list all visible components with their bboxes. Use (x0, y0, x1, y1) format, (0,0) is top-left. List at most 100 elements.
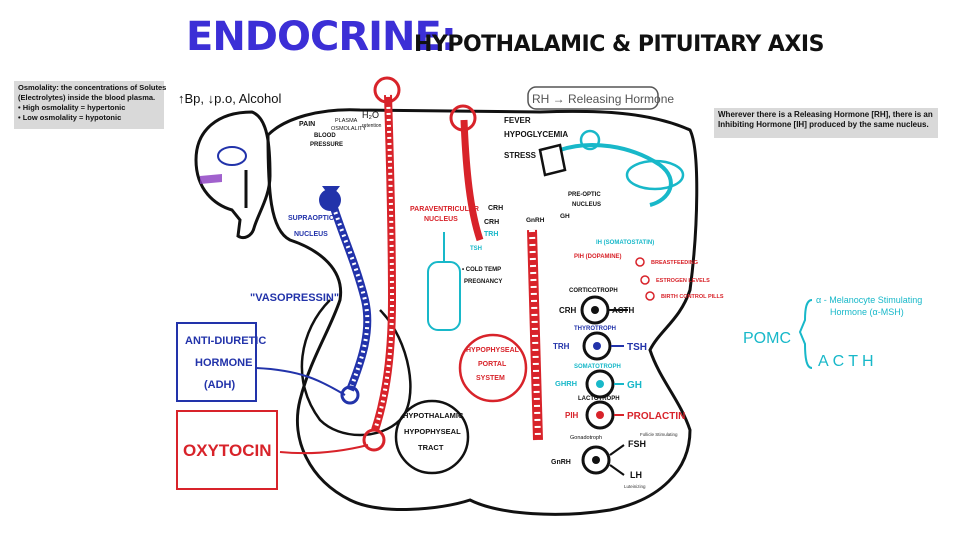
hypothalamic-tract-circle (394, 399, 470, 475)
title-sub: HYPOTHALAMIC & PITUITARY AXIS (414, 32, 824, 57)
h2o-note-label: retention (362, 123, 382, 129)
stress-label: STRESS (504, 151, 537, 160)
preoptic-cell-icon (579, 129, 601, 151)
gh-label: GH (560, 213, 570, 220)
fsh-note-label: Follicle Stimulating (640, 432, 678, 437)
corticotroph-nucleus-icon (591, 306, 599, 314)
portal-label2: PORTAL (478, 361, 507, 368)
hypothalamic-tract-label2: HYPOPHYSEAL (404, 427, 461, 436)
corticotroph-cell-icon (580, 295, 610, 325)
adh-arrow (255, 367, 346, 396)
preoptic-label: PRE-OPTIC (568, 192, 601, 198)
plasma-osmolality-label2: OSMOLALITY (331, 126, 366, 132)
brain-icon (217, 146, 247, 166)
adh-label2: HORMONE (195, 357, 252, 369)
pain-label: PAIN (299, 121, 315, 128)
supraoptic-label2: NUCLEUS (294, 231, 328, 238)
supraoptic-cell-icon (319, 189, 341, 211)
osmolality-high: • High osmolality = hypertonic (18, 103, 126, 112)
osmolality-note: Osmolality: the concentrations of Solute… (14, 81, 167, 129)
adh-terminal-icon (340, 385, 360, 405)
dopamine-label: PIH (DOPAMINE) (574, 254, 622, 260)
osmolality-definition: Osmolality: the concentrations of Solute… (18, 83, 167, 92)
birth-control-label: BIRTH CONTROL PILLS (661, 294, 724, 300)
gnrh-label: GnRH (526, 217, 545, 224)
fever-label: FEVER (504, 116, 531, 125)
portal-label: HYPOPHYSEAL (466, 347, 520, 354)
inhibiting-line2: Inhibiting Hormone [IH] produced by the … (718, 120, 929, 129)
supraoptic-cell-arrow-icon (322, 186, 340, 198)
paraventricular-label2: NUCLEUS (424, 216, 458, 223)
msh-label2: Hormone (α-MSH) (830, 307, 904, 317)
title-main: ENDOCRINE: (186, 14, 457, 60)
thyrotroph-cell-icon (582, 331, 612, 361)
lactotroph-label: LACTOTROPH (578, 396, 620, 402)
tsh-small-label: TSH (470, 246, 482, 252)
gonadotroph-cell-icon (581, 445, 611, 475)
brain-pattern-icon (200, 174, 222, 184)
somatostatin-label: IH (SOMATOSTATIN) (596, 240, 654, 246)
pih-label: PIH (565, 411, 579, 420)
oxytocin-box (176, 410, 278, 490)
gh-pituitary-label: GH (627, 380, 642, 391)
red-neuron-right (460, 119, 484, 242)
hypothalamic-tract-label: HYPOTHALAMIC (403, 411, 464, 420)
acth-pomc-label: ACTH (818, 353, 878, 370)
oxytocin-terminal-icon (362, 428, 386, 452)
paraventricular-cell-icon (373, 76, 401, 104)
thyrotroph-label: THYROTROPH (574, 326, 616, 332)
oxytocin-label: OXYTOCIN (183, 441, 271, 460)
lactotroph-nucleus-icon (596, 411, 604, 419)
corticotroph-label: CORTICOTROPH (569, 288, 618, 294)
gonadotroph-label: Gonadotroph (570, 435, 602, 441)
gnrh-pituitary-label: GnRH (551, 459, 571, 466)
rh-note-bubble (527, 86, 659, 110)
portal-label3: SYSTEM (476, 375, 505, 382)
blood-pressure-label2: PRESSURE (310, 142, 343, 148)
preoptic-black-cell-icon (538, 143, 567, 177)
breastfeeding-label: BREASTFEEDING (651, 260, 698, 266)
adh-box (176, 322, 257, 402)
ghrh-label: GHRH (555, 379, 577, 388)
head-outline (194, 110, 272, 240)
rh-note-label: RH → Releasing Hormone (532, 92, 674, 106)
vasopressin-label: "VASOPRESSIN" (250, 292, 339, 304)
blood-pressure-label: BLOOD (314, 133, 336, 139)
gonadotroph-nucleus-icon (592, 456, 600, 464)
preoptic-label2: NUCLEUS (572, 202, 601, 208)
tsh-label: TSH (627, 342, 647, 353)
cold-temp-box (427, 261, 461, 331)
cold-temp-label: • COLD TEMP (462, 267, 501, 273)
birth-control-marker-icon (645, 291, 655, 301)
supraoptic-label: SUPRAOPTIC (288, 215, 334, 222)
osmolality-low: • Low osmolality = hypotonic (18, 113, 122, 122)
thyrotroph-nucleus-icon (593, 342, 601, 350)
acth-label: ACTH (612, 306, 634, 315)
osmolality-definition-cont: (Electrolytes) inside the blood plasma. (18, 93, 156, 102)
arcuate-icon (625, 159, 685, 191)
posterior-lobe-outline (300, 299, 412, 437)
portal-vessel-stripes (529, 229, 541, 441)
adh-label: ANTI-DIURETIC (185, 335, 266, 347)
somatotroph-cell-icon (585, 369, 615, 399)
adh-label3: (ADH) (204, 379, 235, 391)
hypoglycemia-label: HYPOGLYCEMIA (504, 130, 568, 139)
paraventricular-label: PARAVENTRICULAR (410, 206, 479, 213)
lh-label: LH (630, 470, 642, 480)
fsh-arrow (609, 444, 625, 456)
somatotroph-nucleus-icon (596, 380, 604, 388)
estrogen-marker-icon (640, 275, 650, 285)
plasma-osmolality-label: PLASMA (335, 118, 358, 124)
trh-pituitary-label: TRH (553, 342, 570, 351)
paraventricular-neuron (371, 94, 397, 432)
oxytocin-arrow (279, 444, 369, 455)
h2o-label: H₂O (362, 110, 379, 120)
pomc-label: POMC (743, 330, 791, 347)
pituitary-outline (266, 108, 699, 516)
lactotroph-cell-icon (585, 400, 615, 430)
msh-label: α - Melanocyte Stimulating (816, 295, 922, 305)
preoptic-neuron (559, 143, 673, 207)
supraoptic-neuron-stripes (328, 194, 370, 391)
